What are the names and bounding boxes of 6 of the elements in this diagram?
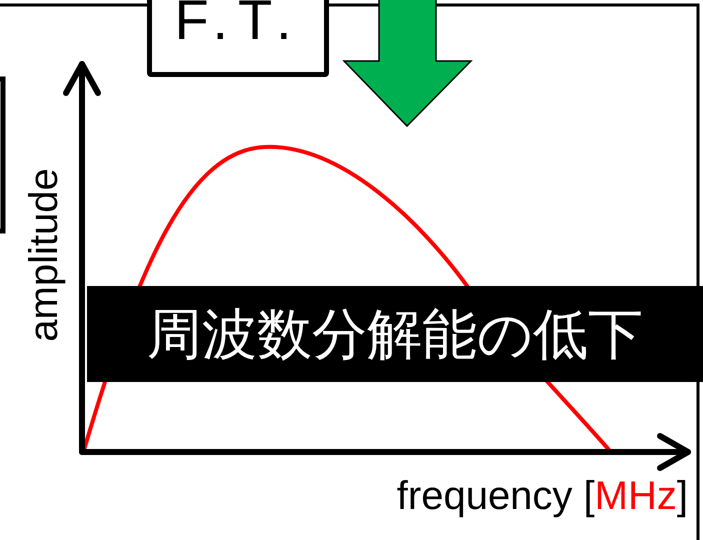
axis-label: frequency [ bbox=[396, 473, 595, 520]
caption-banner: 周波数分解能の低下 bbox=[87, 286, 703, 382]
axis-label: amplitude bbox=[22, 168, 66, 342]
bracket-label: ] bbox=[676, 473, 688, 520]
label-box: F.T. bbox=[147, 0, 329, 77]
unit-label: MHz bbox=[594, 473, 677, 520]
